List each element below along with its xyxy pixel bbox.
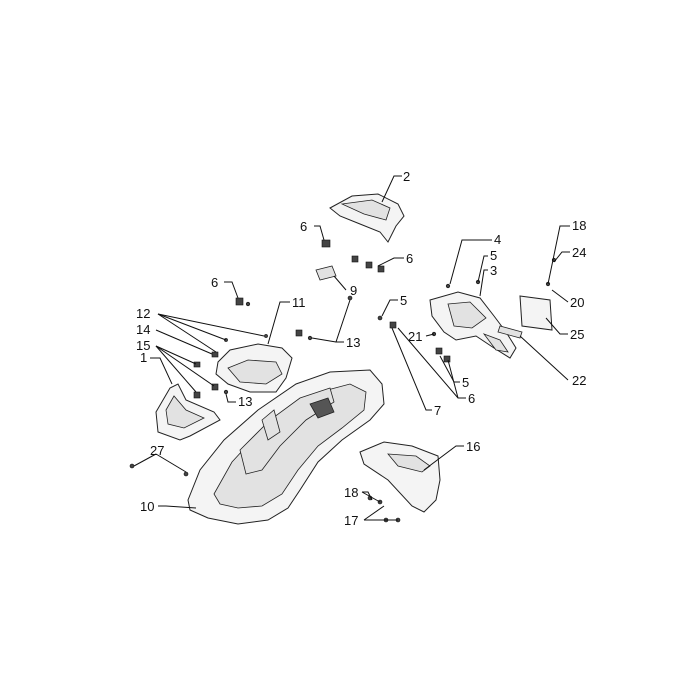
callout-18-lower: 18 — [344, 485, 358, 500]
callout-6-top: 6 — [300, 219, 307, 234]
callout-11: 11 — [292, 295, 306, 310]
part-helmet-box-lid — [215, 343, 293, 393]
leader-lines — [133, 175, 570, 521]
callout-17: 17 — [344, 513, 358, 528]
callout-22: 22 — [572, 373, 586, 388]
callout-6-left: 6 — [211, 275, 218, 290]
callout-15: 15 — [136, 338, 150, 353]
callout-18-right: 18 — [572, 218, 586, 233]
part-front-grille — [155, 383, 221, 441]
part-plate-holder — [519, 295, 553, 331]
callout-4: 4 — [494, 232, 501, 247]
callout-5-top: 5 — [490, 248, 497, 263]
callout-24: 24 — [572, 245, 586, 260]
callout-5-lower: 5 — [462, 375, 469, 390]
hardware-fasteners — [129, 239, 557, 523]
callout-21: 21 — [408, 329, 422, 344]
part-helmet-box — [187, 369, 385, 525]
callout-3: 3 — [490, 263, 497, 278]
callout-12: 12 — [136, 306, 150, 321]
callout-25: 25 — [570, 327, 584, 342]
part-rear-cover — [329, 193, 405, 243]
callout-labels: 1 2 3 4 5 5 5 6 6 6 6 7 9 10 11 12 13 13… — [136, 169, 586, 528]
callout-20: 20 — [570, 295, 584, 310]
callout-6-right: 6 — [406, 251, 413, 266]
callout-27: 27 — [150, 443, 164, 458]
callout-9: 9 — [350, 283, 357, 298]
part-reflector — [497, 325, 523, 339]
callout-6-lower: 6 — [468, 391, 475, 406]
callout-10: 10 — [140, 499, 154, 514]
callout-5-left: 5 — [400, 293, 407, 308]
part-bracket — [315, 265, 337, 281]
callout-16: 16 — [466, 439, 480, 454]
callout-1: 1 — [140, 350, 147, 365]
callout-13-left: 13 — [238, 394, 252, 409]
callout-2: 2 — [403, 169, 410, 184]
callout-13-right: 13 — [346, 335, 360, 350]
callout-14: 14 — [136, 322, 150, 337]
callout-7: 7 — [434, 403, 441, 418]
part-under-tray — [359, 441, 441, 513]
part-rear-mudguard — [429, 291, 517, 359]
